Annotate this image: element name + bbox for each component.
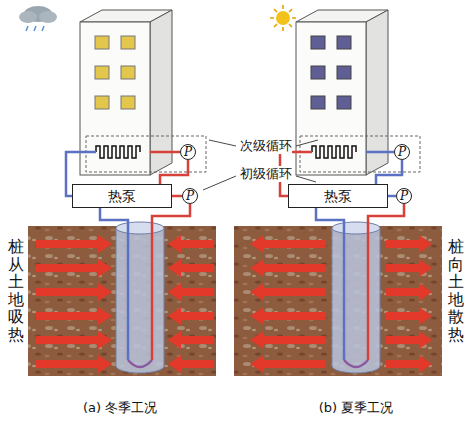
node-text: P <box>184 146 192 158</box>
pile <box>332 222 380 234</box>
building <box>121 66 135 79</box>
heat-arrow <box>36 259 112 277</box>
leader-line <box>203 176 236 190</box>
heat-arrow <box>386 259 432 277</box>
building <box>95 96 109 109</box>
heat-arrow <box>36 307 112 325</box>
building <box>337 96 351 109</box>
heat-arrow <box>36 283 112 301</box>
heat-arrow <box>250 355 326 373</box>
heat-arrow <box>386 331 432 349</box>
pipe <box>366 151 394 154</box>
building <box>337 66 351 79</box>
node-text: P <box>186 190 194 202</box>
leader-line <box>296 140 318 146</box>
vertical-note: 桩从土地吸热 <box>8 238 24 344</box>
heat-arrow <box>386 235 432 253</box>
cloud-icon <box>26 26 44 31</box>
soil <box>28 226 216 376</box>
building <box>95 36 109 49</box>
building <box>311 66 325 79</box>
node-text: P <box>398 146 406 158</box>
node-text: 热泵 <box>324 189 352 203</box>
building <box>121 96 135 109</box>
pipe <box>316 208 344 360</box>
heat-arrow <box>250 331 326 349</box>
pipe-connector <box>160 160 188 184</box>
sun-icon <box>270 5 296 31</box>
heat-arrow <box>36 235 112 253</box>
pipe <box>100 208 128 360</box>
pile <box>332 222 380 373</box>
heat-arrow <box>168 331 214 349</box>
building <box>150 10 172 175</box>
heat-arrow <box>36 355 112 373</box>
pipe-connector <box>172 195 182 198</box>
pipe <box>150 151 180 154</box>
cloud-icon <box>19 6 57 31</box>
pump-symbol: P <box>180 144 196 160</box>
building <box>311 36 325 49</box>
building <box>121 36 135 49</box>
pipe-connector <box>376 160 402 184</box>
loop-label: 次级循环 <box>240 138 292 154</box>
building <box>296 10 388 175</box>
pile <box>116 222 164 234</box>
heat-arrow <box>168 259 214 277</box>
pile <box>116 228 164 373</box>
pump-symbol: P <box>394 144 410 160</box>
caption: (b) 夏季工况 <box>319 400 394 416</box>
loop-label: 初级循环 <box>240 166 292 182</box>
heat-arrow <box>168 235 214 253</box>
caption: (a) 冬季工况 <box>83 400 157 416</box>
heat-pump-box: 热泵 <box>288 184 388 208</box>
pipe <box>128 360 152 367</box>
pump-symbol: P <box>396 188 412 204</box>
pipe-connector <box>388 195 396 198</box>
heat-arrow <box>168 307 214 325</box>
heat-arrow <box>386 307 432 325</box>
radiator <box>312 146 356 158</box>
pipe <box>344 360 368 367</box>
pipe <box>152 204 190 360</box>
sun-icon <box>276 11 290 25</box>
node-text: 热泵 <box>108 189 136 203</box>
vertical-note: 桩向土地散热 <box>448 238 464 344</box>
soil <box>234 226 442 376</box>
pipe <box>368 204 404 360</box>
heat-arrow <box>250 283 326 301</box>
building <box>80 10 172 175</box>
building <box>95 66 109 79</box>
leader-line <box>209 140 236 146</box>
heat-arrow <box>250 259 326 277</box>
radiator <box>96 146 140 158</box>
heat-arrow <box>168 355 214 373</box>
heat-arrow <box>36 331 112 349</box>
pump-symbol: P <box>182 188 198 204</box>
cloud-icon <box>39 11 57 23</box>
sun-icon <box>270 5 296 31</box>
heat-arrow <box>386 355 432 373</box>
heat-arrow <box>250 307 326 325</box>
heat-pump-box: 热泵 <box>72 184 172 208</box>
pile <box>116 222 164 373</box>
leader-line <box>296 176 316 182</box>
heat-arrow <box>250 235 326 253</box>
heat-arrow <box>168 283 214 301</box>
heat-arrow <box>386 283 432 301</box>
building <box>366 10 388 175</box>
pile <box>332 228 380 373</box>
building <box>311 96 325 109</box>
cloud-icon <box>19 11 37 23</box>
building <box>337 36 351 49</box>
node-text: P <box>400 190 408 202</box>
